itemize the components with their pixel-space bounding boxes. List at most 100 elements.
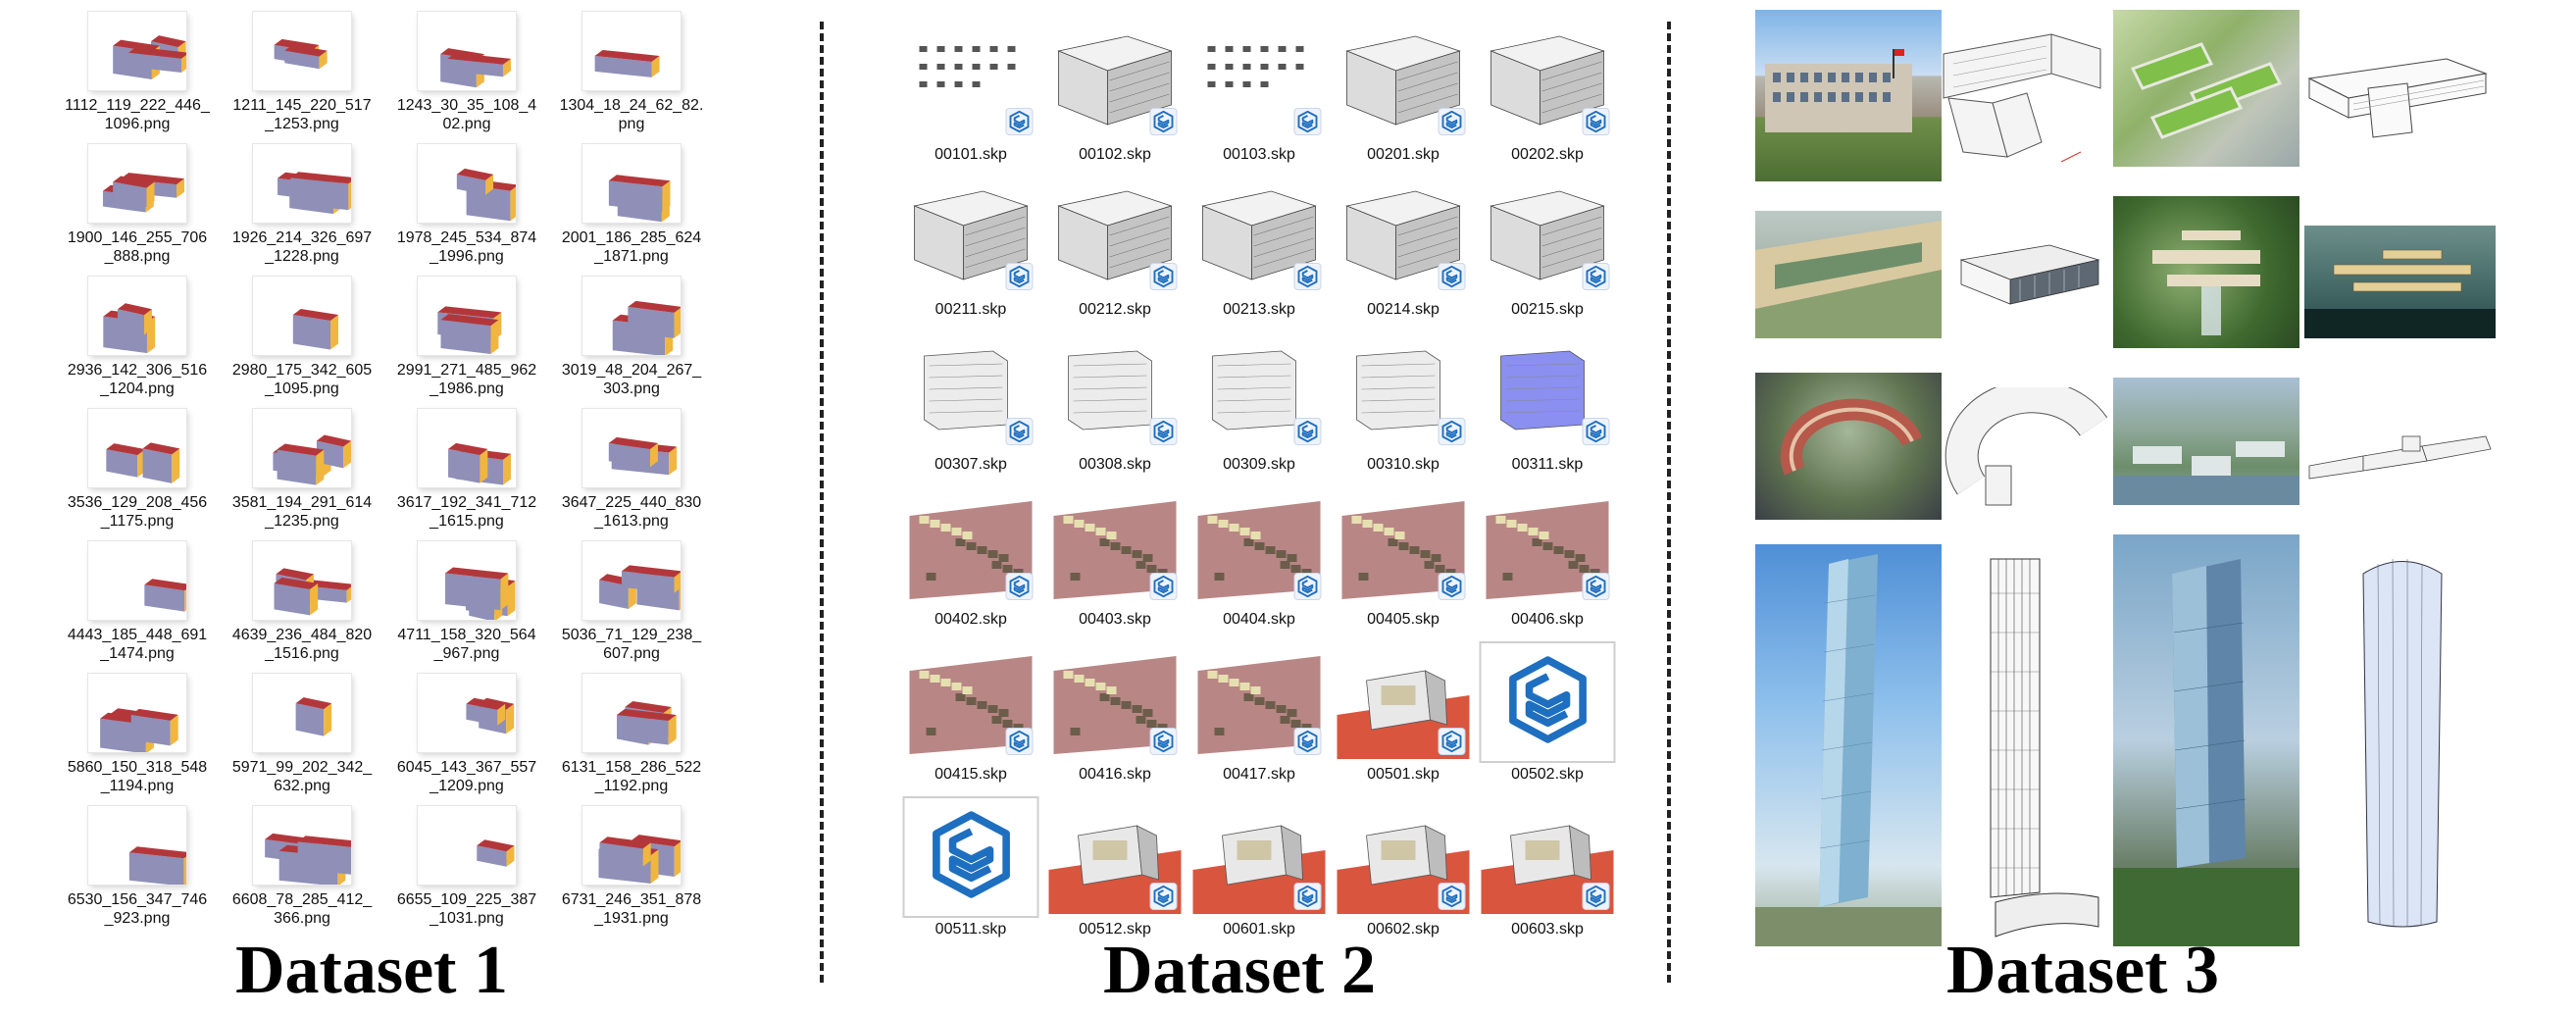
thumbnail-item[interactable]: 6530_156_347_746_923.png <box>64 806 211 934</box>
building-render-thumbnail <box>582 409 681 487</box>
thumbnail-item[interactable]: 00602.skp <box>1335 796 1472 943</box>
thumbnail-item[interactable]: 1211_145_220_517_1253.png <box>228 12 376 139</box>
wireframe-office-courtyard <box>1942 230 2108 319</box>
thumbnail-item[interactable]: 4443_185_448_691_1474.png <box>64 541 211 669</box>
thumbnail-item[interactable]: 00403.skp <box>1046 486 1184 634</box>
sketchup-icon <box>1582 108 1610 135</box>
thumbnail-item[interactable]: 1243_30_35_108_402.png <box>393 12 540 139</box>
thumbnail-item[interactable]: 00308.skp <box>1046 331 1184 479</box>
building-render-thumbnail <box>582 541 681 620</box>
thumbnail-item[interactable]: 00102.skp <box>1046 22 1184 169</box>
file-name-label: 1926_214_326_697_1228.png <box>231 229 373 265</box>
file-name-label: 6530_156_347_746_923.png <box>67 891 208 927</box>
model-preview-thumbnail <box>904 486 1037 604</box>
file-name-label: 1211_145_220_517_1253.png <box>232 97 372 132</box>
model-preview-thumbnail <box>1048 486 1182 604</box>
thumbnail-item[interactable]: 00213.skp <box>1190 177 1328 324</box>
file-name-label: 00214.skp <box>1367 301 1440 318</box>
dataset-1-title: Dataset 1 <box>235 933 508 1008</box>
photo-aerial-campus <box>2113 378 2299 505</box>
thumbnail-item[interactable]: 00502.skp <box>1479 641 1616 788</box>
model-preview-thumbnail <box>1337 22 1470 139</box>
thumbnail-item[interactable]: 2001_186_285_624_1871.png <box>558 144 705 272</box>
thumbnail-item[interactable]: 4711_158_320_564_967.png <box>393 541 540 669</box>
thumbnail-item[interactable]: 3581_194_291_614_1235.png <box>228 409 376 536</box>
thumbnail-item[interactable]: 2936_142_306_516_1204.png <box>64 277 211 404</box>
thumbnail-item[interactable]: 00402.skp <box>902 486 1039 634</box>
thumbnail-item[interactable]: 6655_109_225_387_1031.png <box>393 806 540 934</box>
model-preview-thumbnail <box>1192 796 1326 914</box>
dashed-divider-right <box>1667 22 1671 983</box>
file-name-label: 5036_71_129_238_607.png <box>561 627 702 662</box>
thumbnail-item[interactable]: 00307.skp <box>902 331 1039 479</box>
thumbnail-item[interactable]: 00501.skp <box>1335 641 1472 788</box>
sketchup-icon <box>1005 573 1034 600</box>
thumbnail-item[interactable]: 00512.skp <box>1046 796 1184 943</box>
model-preview-thumbnail <box>1048 177 1182 294</box>
thumbnail-item[interactable]: 6131_158_286_522_1192.png <box>558 674 705 801</box>
sketchup-icon <box>1438 263 1466 290</box>
thumbnail-item[interactable]: 4639_236_484_820_1516.png <box>228 541 376 669</box>
thumbnail-item[interactable]: 00416.skp <box>1046 641 1184 788</box>
thumbnail-item[interactable]: 3019_48_204_267_303.png <box>558 277 705 404</box>
building-render-thumbnail <box>253 277 351 355</box>
thumbnail-item[interactable]: 5036_71_129_238_607.png <box>558 541 705 669</box>
thumbnail-item[interactable]: 00215.skp <box>1479 177 1616 324</box>
dataset-1-panel: 1112_119_222_446_1096.png 1211_145_220_51… <box>0 0 814 1014</box>
thumbnail-item[interactable]: 00603.skp <box>1479 796 1616 943</box>
thumbnail-item[interactable]: 1926_214_326_697_1228.png <box>228 144 376 272</box>
thumbnail-item[interactable]: 00406.skp <box>1479 486 1616 634</box>
thumbnail-item[interactable]: 00601.skp <box>1190 796 1328 943</box>
thumbnail-item[interactable]: 00101.skp <box>902 22 1039 169</box>
model-preview-thumbnail <box>904 641 1037 759</box>
thumbnail-item[interactable]: 1978_245_534_874_1996.png <box>393 144 540 272</box>
file-name-label: 4711_158_320_564_967.png <box>397 627 536 662</box>
thumbnail-item[interactable]: 5860_150_318_548_1194.png <box>64 674 211 801</box>
thumbnail-item[interactable]: 6731_246_351_878_1931.png <box>558 806 705 934</box>
thumbnail-item[interactable]: 00404.skp <box>1190 486 1328 634</box>
building-render-thumbnail <box>582 806 681 885</box>
dataset-1-thumbnail-grid: 1112_119_222_446_1096.png 1211_145_220_51… <box>64 12 731 948</box>
thumbnail-item[interactable]: 1304_18_24_62_82.png <box>558 12 705 139</box>
model-preview-thumbnail <box>904 22 1037 139</box>
file-name-label: 00308.skp <box>1079 456 1151 473</box>
sketchup-icon <box>1582 883 1610 910</box>
thumbnail-item[interactable]: 3536_129_208_456_1175.png <box>64 409 211 536</box>
thumbnail-item[interactable]: 00511.skp <box>902 796 1039 943</box>
building-render-thumbnail <box>418 409 516 487</box>
thumbnail-item[interactable]: 00103.skp <box>1190 22 1328 169</box>
thumbnail-item[interactable]: 1112_119_222_446_1096.png <box>64 12 211 139</box>
file-name-label: 00310.skp <box>1367 456 1440 473</box>
building-render-thumbnail <box>253 144 351 223</box>
file-name-label: 6131_158_286_522_1192.png <box>561 759 702 794</box>
model-preview-thumbnail <box>1192 177 1326 294</box>
thumbnail-item[interactable]: 6045_143_367_557_1209.png <box>393 674 540 801</box>
thumbnail-item[interactable]: 3617_192_341_712_1615.png <box>393 409 540 536</box>
thumbnail-item[interactable]: 5971_99_202_342_632.png <box>228 674 376 801</box>
skp-file-icon <box>1479 641 1616 763</box>
thumbnail-item[interactable]: 00415.skp <box>902 641 1039 788</box>
sketchup-icon <box>1149 573 1178 600</box>
thumbnail-item[interactable]: 00405.skp <box>1335 486 1472 634</box>
thumbnail-item[interactable]: 00310.skp <box>1335 331 1472 479</box>
thumbnail-item[interactable]: 00201.skp <box>1335 22 1472 169</box>
thumbnail-item[interactable]: 00311.skp <box>1479 331 1616 479</box>
photo-skyscraper-a <box>1755 544 1942 946</box>
thumbnail-item[interactable]: 2991_271_485_962_1986.png <box>393 277 540 404</box>
thumbnail-item[interactable]: 00212.skp <box>1046 177 1184 324</box>
thumbnail-item[interactable]: 00202.skp <box>1479 22 1616 169</box>
thumbnail-item[interactable]: 1900_146_255_706_888.png <box>64 144 211 272</box>
thumbnail-item[interactable]: 00309.skp <box>1190 331 1328 479</box>
thumbnail-item[interactable]: 6608_78_285_412_366.png <box>228 806 376 934</box>
thumbnail-item[interactable]: 00417.skp <box>1190 641 1328 788</box>
sketchup-icon <box>1005 418 1034 445</box>
file-name-label: 00405.skp <box>1367 611 1440 628</box>
thumbnail-item[interactable]: 00211.skp <box>902 177 1039 324</box>
thumbnail-item[interactable]: 2980_175_342_605_1095.png <box>228 277 376 404</box>
file-name-label: 00603.skp <box>1511 921 1584 938</box>
thumbnail-item[interactable]: 00214.skp <box>1335 177 1472 324</box>
file-name-label: 1304_18_24_62_82.png <box>559 97 704 132</box>
thumbnail-item[interactable]: 3647_225_440_830_1613.png <box>558 409 705 536</box>
building-render-thumbnail <box>418 541 516 620</box>
